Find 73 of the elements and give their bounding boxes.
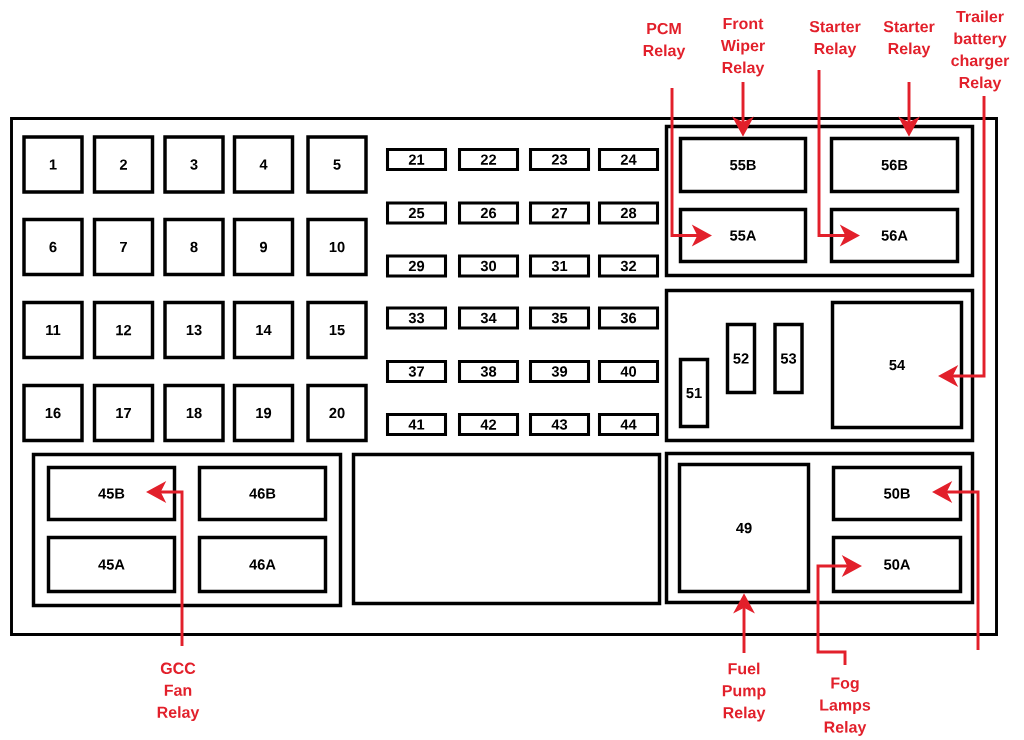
fuse-box: 21 — [385, 147, 448, 172]
fuse-box: 6 — [22, 217, 84, 277]
fuse-box: 40 — [597, 359, 660, 384]
fuse-box: 31 — [528, 254, 591, 278]
fuse-box: 27 — [528, 201, 591, 225]
panel-frame — [31, 452, 343, 608]
relay-box: 46B — [197, 465, 328, 522]
fuse-box: 28 — [597, 201, 660, 225]
fuse-box: 33 — [385, 306, 448, 330]
fuse-box: 23 — [528, 147, 591, 172]
fuse-box: 26 — [457, 201, 520, 225]
relay-box: 45A — [46, 535, 177, 594]
fuse-box: 3 — [163, 135, 225, 194]
fuse-box: 42 — [457, 412, 520, 437]
fuse-box: 5 — [306, 135, 368, 194]
panel-frame — [664, 124, 975, 278]
callout-label: Fog Lamps Relay — [820, 677, 871, 736]
fuse-box: 38 — [457, 359, 520, 384]
relay-box: 50B — [831, 465, 963, 522]
relay-box: 56A — [829, 207, 960, 264]
fuse-box: 12 — [92, 300, 155, 360]
relay-box: 54 — [830, 300, 964, 430]
fuse-box: 9 — [232, 217, 295, 277]
fuse-box: 8 — [163, 217, 225, 277]
callout-label: PCM Relay — [643, 22, 686, 60]
callout-label: Starter Relay — [809, 20, 861, 58]
fuse-box: 15 — [306, 300, 368, 360]
fuse-box: 10 — [306, 217, 368, 277]
fuse-box: 29 — [385, 254, 448, 278]
fuse-box: 44 — [597, 412, 660, 437]
fuse-box: 32 — [597, 254, 660, 278]
callout-label: GCC Fan Relay — [157, 662, 200, 722]
fuse-box: 20 — [306, 383, 368, 443]
relay-box: 50A — [831, 535, 963, 594]
fuse-box: 43 — [528, 412, 591, 437]
fuse-box: 51 — [678, 357, 710, 429]
housing-outline — [10, 117, 998, 636]
callout-label: Trailer battery charger Relay — [951, 10, 1010, 92]
fuse-box: 18 — [163, 383, 225, 443]
fuse-box: 53 — [773, 322, 804, 395]
fuse-box: 7 — [92, 217, 155, 277]
panel-frame — [664, 288, 975, 443]
fuse-box: 37 — [385, 359, 448, 384]
fuse-box: 35 — [528, 306, 591, 330]
callout-label: Fuel Pump Relay — [722, 662, 766, 722]
callout-label: Starter Relay — [883, 20, 935, 58]
fuse-box: 17 — [92, 383, 155, 443]
fuse-box: 13 — [163, 300, 225, 360]
callout-label: Front Wiper Relay — [720, 18, 765, 77]
fuse-box: 36 — [597, 306, 660, 330]
relay-box: 45B — [46, 465, 177, 522]
fuse-box: 22 — [457, 147, 520, 172]
fuse-box: 52 — [725, 322, 757, 395]
fuse-box: 41 — [385, 412, 448, 437]
empty-box — [351, 452, 662, 606]
fuse-box: 2 — [92, 135, 155, 194]
fuse-box: 30 — [457, 254, 520, 278]
fuse-box: 25 — [385, 201, 448, 225]
fuse-box: 39 — [528, 359, 591, 384]
relay-box: 46A — [197, 535, 328, 594]
relay-box: 49 — [677, 462, 811, 594]
panel-frame — [664, 451, 975, 605]
fuse-box: 24 — [597, 147, 660, 172]
relay-box: 55B — [678, 136, 808, 194]
fuse-box: 16 — [22, 383, 84, 443]
fuse-box: 14 — [232, 300, 295, 360]
relay-box: 56B — [829, 136, 960, 194]
relay-box: 55A — [678, 207, 808, 264]
fuse-box: 11 — [22, 300, 84, 360]
fuse-box: 19 — [232, 383, 295, 443]
fuse-box: 4 — [232, 135, 295, 194]
fuse-box: 1 — [22, 135, 84, 194]
fuse-box: 34 — [457, 306, 520, 330]
